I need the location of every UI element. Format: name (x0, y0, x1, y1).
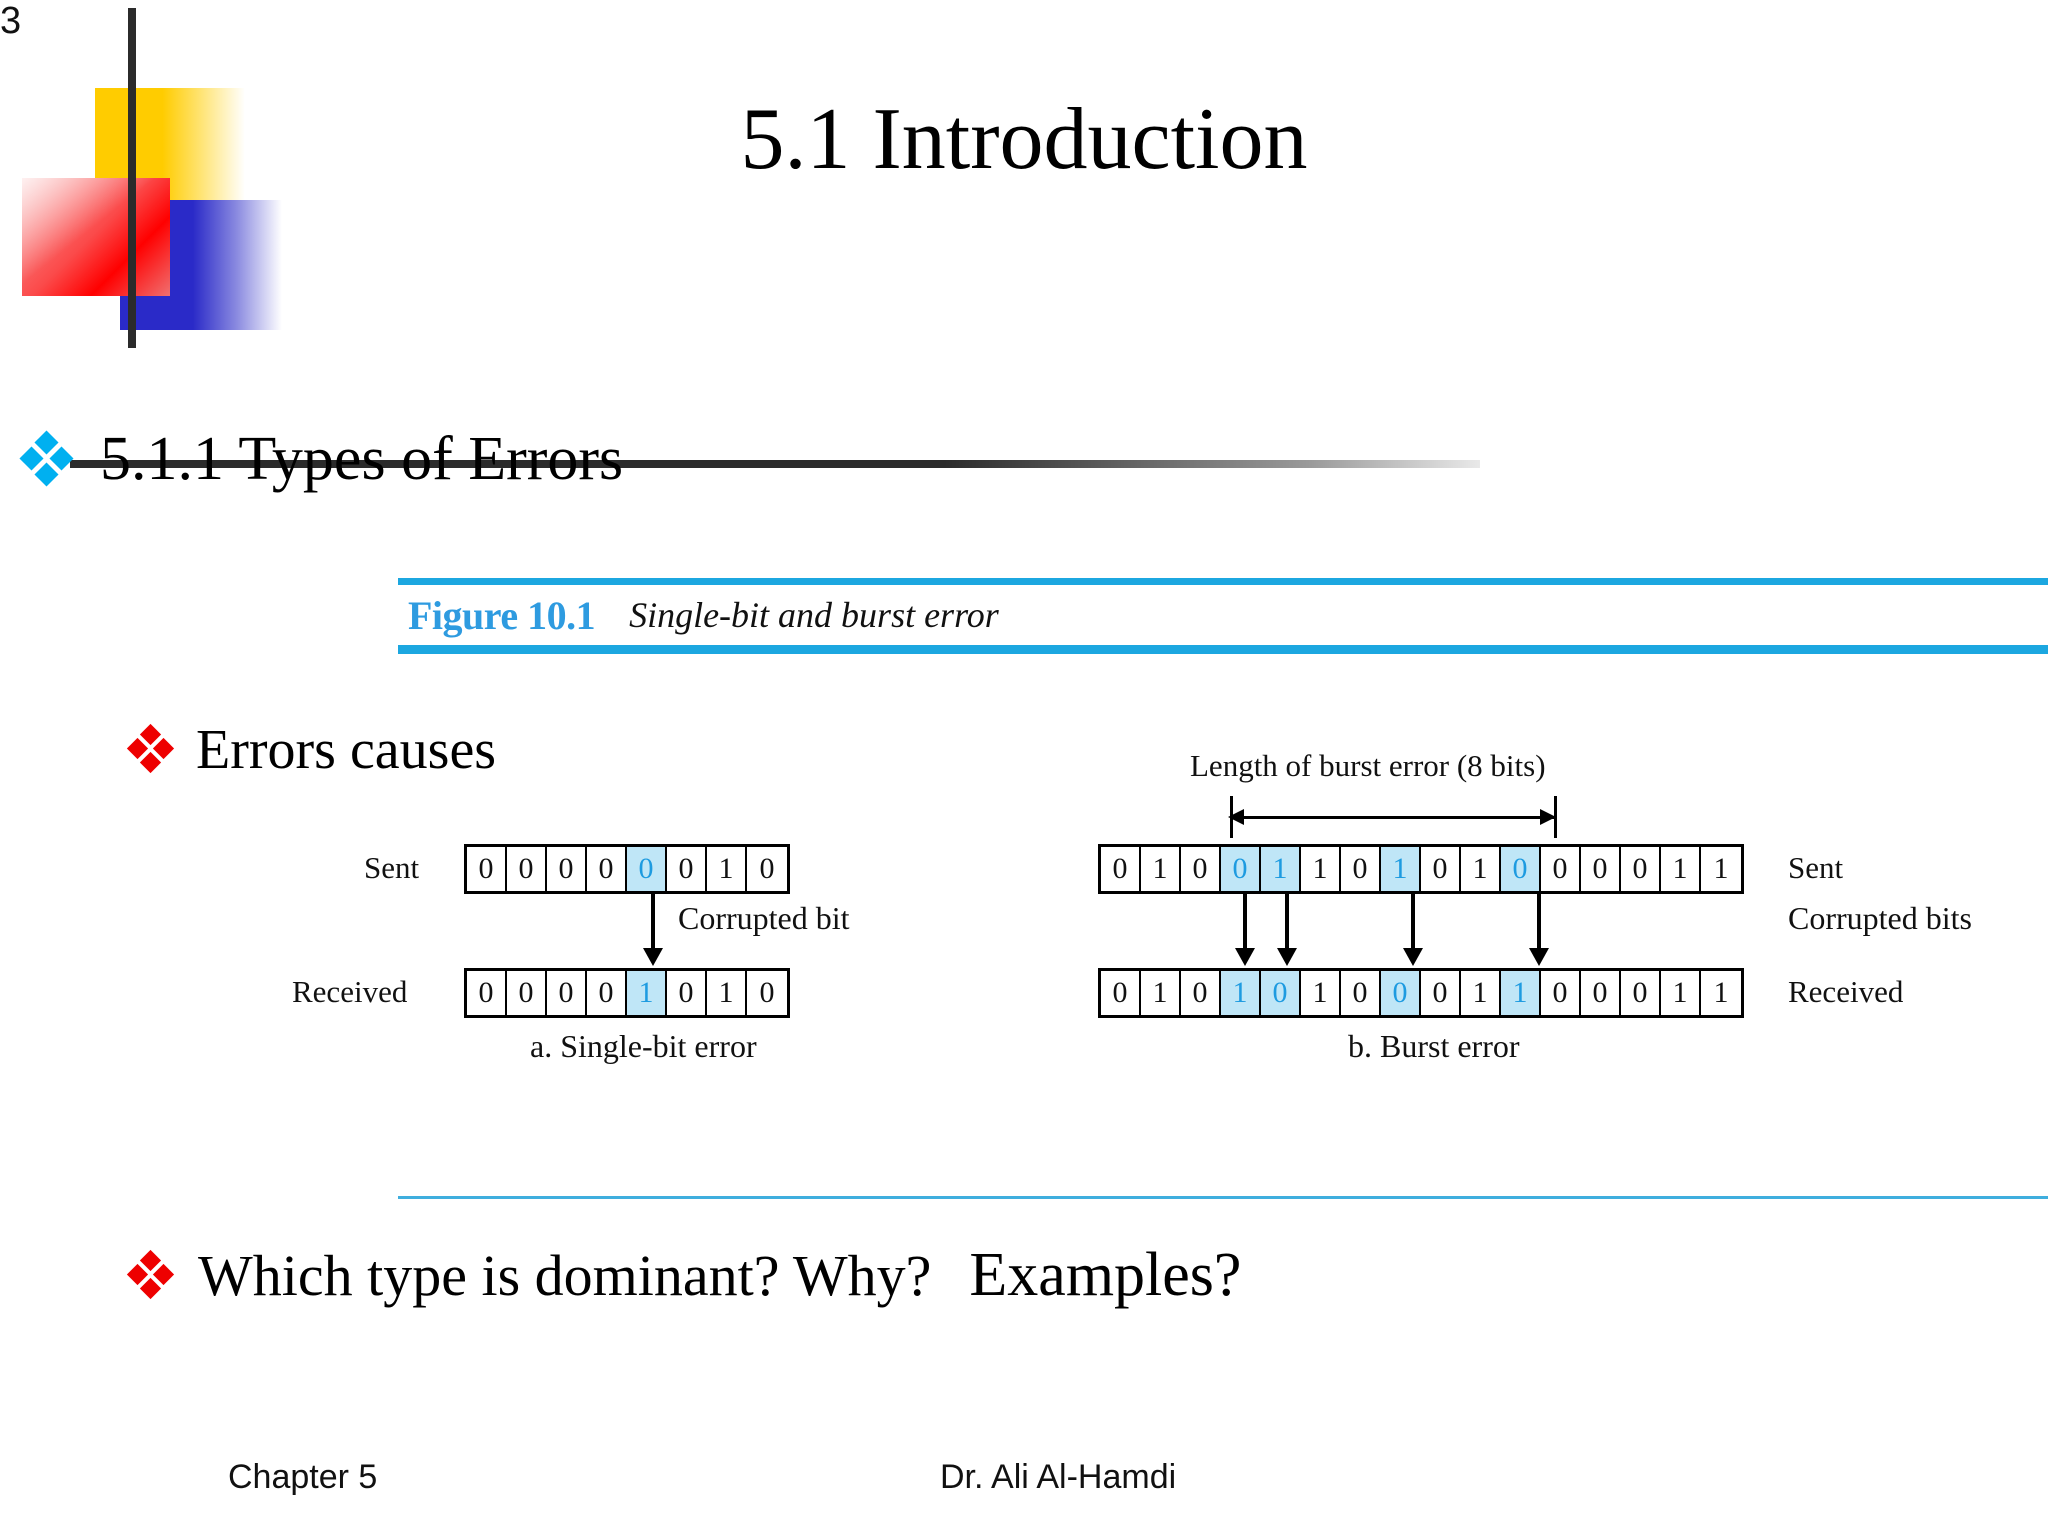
bit-cell: 0 (1221, 847, 1261, 891)
logo-red-square-gloss (22, 178, 170, 296)
bit-cell: 1 (1461, 847, 1501, 891)
corrupted-bit-arrow (643, 892, 663, 966)
diamond-bullet-icon (19, 429, 74, 487)
figure-label: Figure 10.1 (408, 592, 596, 638)
bit-cell: 0 (587, 847, 627, 891)
subtitle-row: 5.1.1 Types of Errors (19, 424, 624, 495)
bit-cell: 0 (759, 852, 775, 885)
burst-received-label: Received (1788, 974, 1904, 1009)
bit-cell: 1 (1381, 847, 1421, 891)
bit-cell: 0 (1621, 847, 1661, 891)
bit-cell: 0 (1101, 971, 1141, 1015)
bit-cell: 1 (1461, 971, 1501, 1015)
burst-length-label: Length of burst error (8 bits) (1190, 748, 1546, 783)
bit-cell: 0 (587, 971, 627, 1015)
bit-cell: 1 (1261, 847, 1301, 891)
bit-cell: 0 (1621, 971, 1661, 1015)
corrupted-bits-arrow (1235, 892, 1255, 966)
bit-cell: 0 (507, 847, 547, 891)
bit-cell: 1 (1301, 847, 1341, 891)
bit-cell: 1 (1141, 847, 1181, 891)
footer-chapter: Chapter 5 (228, 1458, 378, 1496)
burst-sent-label: Sent (1788, 850, 1844, 885)
subtitle-text: 5.1.1 Types of Errors (100, 425, 624, 493)
bit-cell: 0 (1421, 971, 1461, 1015)
single-sent-label: Sent (364, 850, 420, 885)
closing-question-text: Which type is dominant? Why? (198, 1243, 932, 1308)
band-rule-top (398, 578, 2048, 585)
bit-cell: 0 (1101, 847, 1141, 891)
corrupted-bits-label: Corrupted bits (1788, 900, 1972, 936)
figure-header-band: Figure 10.1 Single-bit and burst error (398, 578, 2048, 654)
closing-examples-text: Examples? (969, 1241, 1242, 1309)
bit-cell: 0 (1341, 971, 1381, 1015)
logo-horizontal-rule (70, 460, 1480, 468)
bit-cell: 0 (507, 971, 547, 1015)
errors-causes-text: Errors causes (196, 719, 497, 781)
bit-cell: 1 (1713, 976, 1729, 1009)
bit-cell: 0 (547, 971, 587, 1015)
logo-vertical-bar (128, 8, 136, 348)
decorative-logo (0, 0, 340, 348)
bit-cell: 0 (1581, 971, 1621, 1015)
errors-causes-row: Errors causes (126, 718, 497, 782)
bit-cell: 1 (1141, 971, 1181, 1015)
figure-caption-row: Figure 10.1 Single-bit and burst error (398, 585, 2048, 645)
bit-cell: 0 (667, 971, 707, 1015)
bit-cell: 0 (667, 847, 707, 891)
bit-cell: 1 (1713, 852, 1729, 885)
corrupted-bits-arrow (1403, 892, 1423, 966)
footer-author: Dr. Ali Al-Hamdi (940, 1458, 1177, 1496)
bit-cell: 1 (707, 971, 747, 1015)
bit-cell: 1 (1221, 971, 1261, 1015)
burst-error-caption: b. Burst error (1348, 1028, 1520, 1064)
single-bit-error-caption: a. Single-bit error (530, 1028, 757, 1064)
burst-length-measure-arrow (1228, 809, 1556, 825)
page-number: 3 (0, 0, 22, 42)
figure-caption: Single-bit and burst error (629, 595, 999, 635)
bit-cell: 1 (627, 971, 667, 1015)
band-rule-bottom (398, 645, 2048, 654)
corrupted-bits-arrow (1529, 892, 1549, 966)
bit-cell: 0 (467, 971, 507, 1015)
bit-cell: 0 (1261, 971, 1301, 1015)
bit-cell: 0 (1381, 971, 1421, 1015)
diamond-bullet-icon (126, 723, 175, 774)
bit-cell: 1 (1661, 847, 1701, 891)
figure-bottom-rule (398, 1196, 2048, 1199)
single-received-label: Received (292, 974, 408, 1009)
bit-cell: 0 (1421, 847, 1461, 891)
bit-cell: 0 (627, 847, 667, 891)
bit-cell: 1 (1301, 971, 1341, 1015)
corrupted-bit-label: Corrupted bit (678, 900, 850, 936)
bit-cell: 0 (1341, 847, 1381, 891)
closing-question-row: Which type is dominant? Why? Examples? (126, 1240, 1242, 1311)
bit-cell: 0 (1541, 847, 1581, 891)
page-title: 5.1 Introduction (740, 91, 1308, 188)
bit-cell: 0 (1181, 847, 1221, 891)
bit-cell: 0 (1581, 847, 1621, 891)
bit-cell: 1 (1501, 971, 1541, 1015)
bit-cell: 0 (1501, 847, 1541, 891)
bit-cell: 1 (1661, 971, 1701, 1015)
bit-cell: 0 (759, 976, 775, 1009)
bit-cell: 0 (547, 847, 587, 891)
diamond-bullet-icon (126, 1249, 175, 1299)
bit-cell: 0 (1181, 971, 1221, 1015)
bit-cell: 0 (1541, 971, 1581, 1015)
corrupted-bits-arrow (1277, 892, 1297, 966)
bit-cell: 1 (707, 847, 747, 891)
bit-cell: 0 (467, 847, 507, 891)
